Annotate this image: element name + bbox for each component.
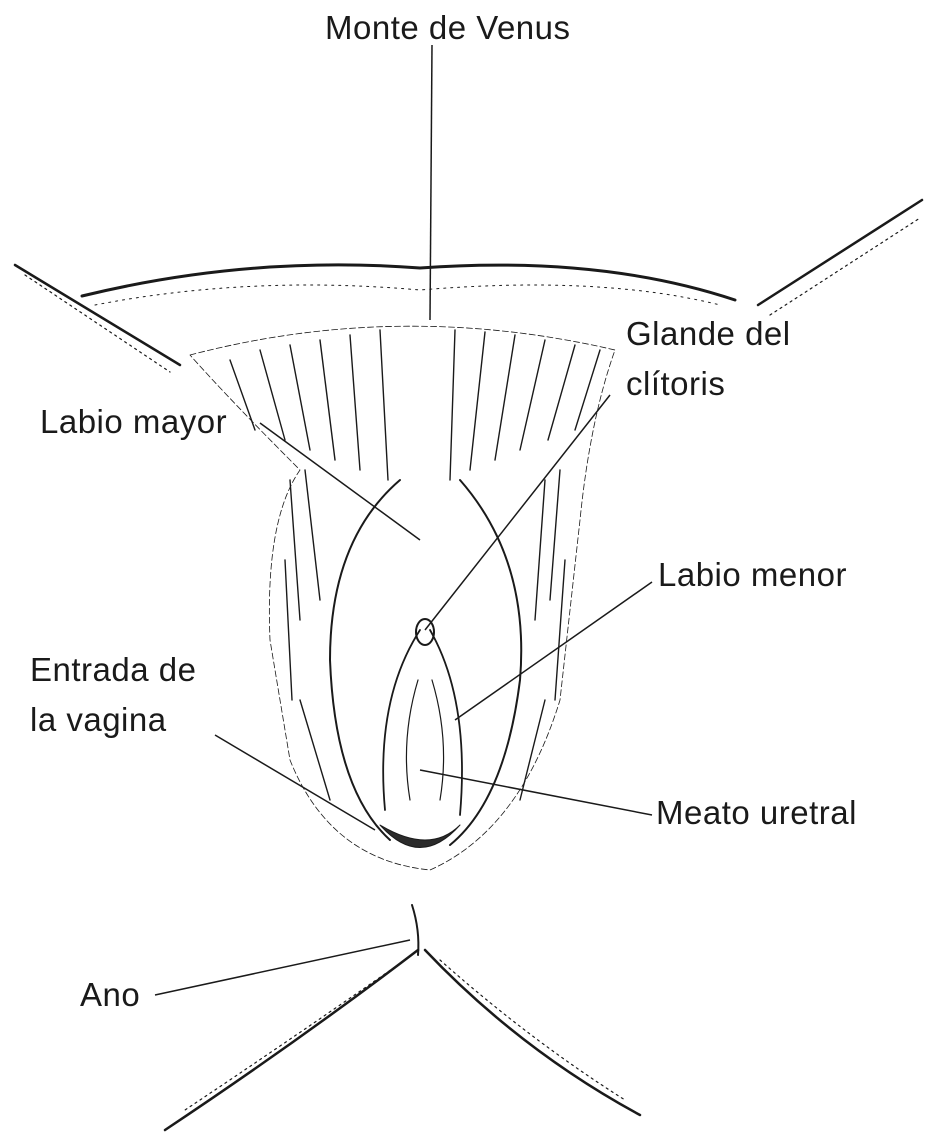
label-glande-line1: Glande del (626, 314, 791, 354)
leader-labio-mayor (260, 423, 420, 540)
anus-mark (412, 905, 418, 955)
label-entrada-line2: la vagina (30, 700, 167, 740)
labio-menor-left (383, 630, 420, 810)
mons-outline (82, 265, 735, 300)
leader-labio-menor (455, 582, 652, 720)
leader-lines (155, 45, 652, 995)
left-buttock-shade (185, 960, 405, 1110)
label-ano: Ano (80, 975, 140, 1015)
right-buttock (425, 950, 640, 1115)
label-labio-menor: Labio menor (658, 555, 847, 595)
label-glande-line2: clítoris (626, 364, 725, 404)
leader-monte-venus (430, 45, 432, 320)
leader-glande (425, 395, 610, 630)
hair-region (190, 326, 615, 870)
label-monte-venus: Monte de Venus (325, 8, 571, 48)
mons-shadow (95, 285, 720, 305)
inner-left (406, 680, 418, 800)
left-thigh-shade (25, 275, 170, 372)
right-thigh-line (758, 200, 922, 305)
inner-right (432, 680, 444, 800)
leader-ano (155, 940, 410, 995)
label-meato-uretral: Meato uretral (656, 793, 857, 833)
hair-strokes (230, 330, 600, 800)
labio-menor-right (430, 630, 462, 815)
label-labio-mayor: Labio mayor (40, 402, 227, 442)
labio-mayor-right (450, 480, 521, 845)
right-buttock-shade (440, 960, 625, 1100)
label-entrada-line1: Entrada de (30, 650, 196, 690)
right-thigh-shade (770, 218, 920, 315)
leader-meato (420, 770, 652, 815)
vaginal-opening (380, 825, 460, 848)
labio-mayor-left (330, 480, 400, 840)
